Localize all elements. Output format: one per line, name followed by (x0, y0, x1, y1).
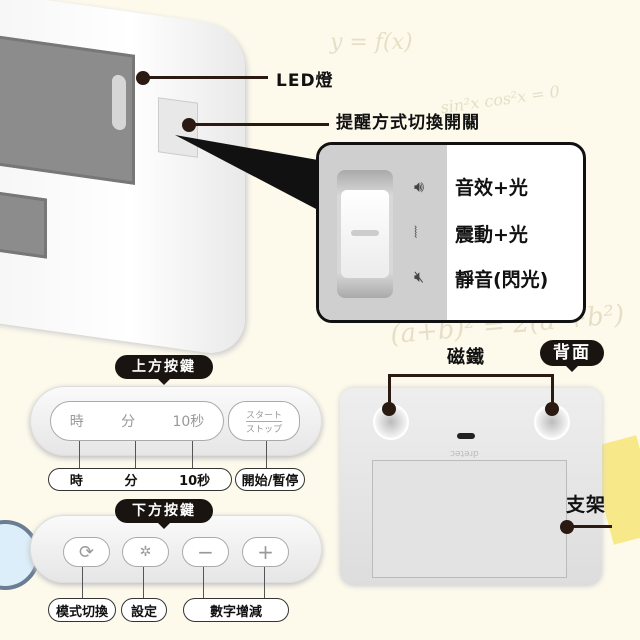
top-buttons-tag: 上方按鍵 (115, 355, 213, 385)
callout-line (143, 76, 268, 79)
led-label: LED燈 (276, 71, 334, 91)
callout-dot (545, 402, 559, 416)
clock-back: dretec (340, 388, 602, 586)
bottom-buttons-tag: 下方按鍵 (115, 499, 213, 529)
number-adjust-label: 數字增減 (183, 598, 289, 622)
mode-sound-light: 音效+光 (455, 177, 528, 199)
hour-button[interactable]: 時 (69, 414, 84, 430)
time-labels: 時 分 10秒 (48, 468, 232, 491)
leader-line (266, 441, 267, 468)
switch-label: 提醒方式切換開關 (336, 113, 480, 133)
leader-line (79, 441, 80, 468)
mode-vibrate-light: 震動+光 (455, 224, 528, 246)
switch-illustration (319, 145, 447, 320)
minute-label: 分 (124, 474, 138, 489)
switch-modes-popup: 🔊︎ ⦚ 🔇︎ 音效+光 震動+光 靜音(閃光) (316, 142, 586, 323)
hanging-slot (457, 433, 475, 439)
sub-lcd (0, 191, 47, 259)
stand-panel[interactable] (372, 460, 567, 578)
switch-well (337, 170, 393, 298)
leader-line (82, 567, 83, 598)
magnet-label: 磁鐵 (447, 347, 485, 368)
ten-second-label: 10秒 (179, 474, 211, 489)
brand-logo: dretec (450, 448, 479, 458)
start-stop-button[interactable]: スタート ストップ (228, 401, 300, 441)
callout-line (567, 525, 612, 528)
switch-knob (341, 190, 389, 278)
led-light (112, 74, 126, 131)
stand-label: 支架 (566, 494, 607, 516)
minute-button[interactable]: 分 (121, 414, 136, 430)
leader-line (143, 567, 144, 598)
cycle-icon[interactable]: ⟳ (63, 537, 110, 567)
magnet-bracket (388, 374, 554, 377)
gear-icon[interactable]: ✲ (122, 537, 169, 567)
settings-label: 設定 (121, 598, 167, 622)
vibrate-icon: ⦚ (414, 223, 418, 242)
plus-icon[interactable]: + (242, 537, 289, 567)
magnet-bracket (388, 374, 391, 409)
mute-icon: 🔇︎ (414, 267, 425, 286)
doodle: y = f(x) (330, 30, 413, 55)
callout-dot (382, 402, 396, 416)
back-tag: 背面 (540, 340, 604, 372)
magnet (373, 404, 409, 440)
callout-line (189, 123, 329, 126)
hour-label: 時 (69, 474, 83, 489)
ten-second-button[interactable]: 10秒 (172, 414, 205, 430)
start-text: スタート (245, 408, 282, 422)
mode-switch-label: 模式切換 (48, 598, 116, 622)
leader-line (203, 567, 204, 598)
mode-silent-flash: 靜音(閃光) (455, 269, 549, 291)
magnet-bracket (551, 374, 554, 409)
leader-line (192, 441, 193, 468)
start-stop-label: 開始/暫停 (235, 468, 305, 491)
leader-line (135, 441, 136, 468)
stop-text: ストップ (245, 424, 282, 435)
time-button-group: 時 分 10秒 (50, 401, 224, 441)
speaker-icon: 🔊︎ (414, 177, 425, 196)
leader-line (264, 567, 265, 598)
callout-wedge (175, 135, 318, 210)
minus-icon[interactable]: − (182, 537, 229, 567)
